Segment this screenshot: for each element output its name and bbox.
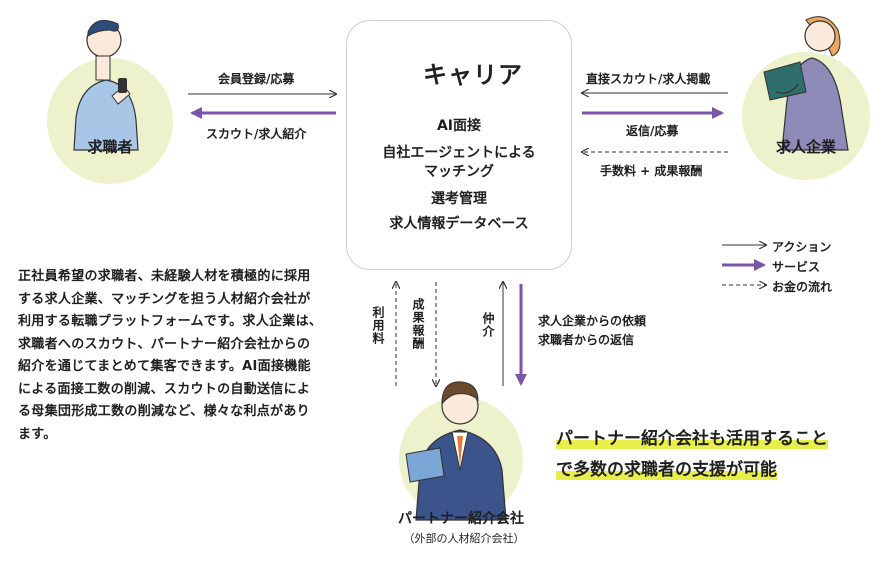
platform-logo-text: キャリア <box>423 61 523 89</box>
company-person-illustration <box>763 16 849 151</box>
company-label: 求人企業 <box>775 138 836 156</box>
partner-sublabel: （外部の人材紹介会社） <box>403 532 525 545</box>
partner-person-illustration <box>405 381 507 521</box>
feature-agent-matching-1: 自社エージェントによる <box>382 145 536 161</box>
label-platform-to-partner-1: 求人企業からの依頼 <box>538 314 647 328</box>
highlight-line-2-text: で多数の求職者の支援が可能 <box>556 460 777 480</box>
label-partner-usage-fee: 利用料 <box>371 306 385 345</box>
feature-agent-matching-2: マッチング <box>424 164 494 180</box>
job-seeker-label: 求職者 <box>87 138 133 156</box>
feature-job-database: 求人情報データベース <box>389 216 529 232</box>
label-company-money: 手数料 + 成果報酬 <box>600 164 703 178</box>
label-platform-success-fee: 成果報酬 <box>411 298 425 350</box>
description-text: 正社員希望の求職者、未経験人材を積極的に採用する求人企業、マッチングを担う人材紹… <box>18 269 323 442</box>
legend-money-label: お金の流れ <box>772 280 833 294</box>
label-platform-to-partner-2: 求職者からの返信 <box>538 333 635 347</box>
label-platform-to-company: 返信/応募 <box>626 124 679 138</box>
legend-action-label: アクション <box>772 240 832 254</box>
platform-box: キャリア AI面接 自社エージェントによる マッチング 選考管理 求人情報データ… <box>346 20 572 270</box>
highlight-line-2: で多数の求職者の支援が可能 <box>556 455 777 480</box>
feature-ai-interview: AI面接 <box>436 118 482 134</box>
label-platform-to-seeker: スカウト/求人紹介 <box>206 127 307 141</box>
label-partner-mediation: 仲介 <box>481 312 495 338</box>
highlight-line-1: パートナー紹介会社も活用すること <box>556 424 828 449</box>
platform-logo: キャリア <box>395 55 523 90</box>
legend-service-label: サービス <box>772 260 821 274</box>
label-company-to-platform: 直接スカウト/求人掲載 <box>586 72 711 86</box>
feature-selection-management: 選考管理 <box>431 191 487 207</box>
job-seeker-illustration <box>73 19 139 151</box>
partner-label: パートナー紹介会社 <box>398 511 524 527</box>
label-seeker-to-platform: 会員登録/応募 <box>218 72 295 86</box>
highlight-line-1-text: パートナー紹介会社も活用すること <box>556 429 828 449</box>
